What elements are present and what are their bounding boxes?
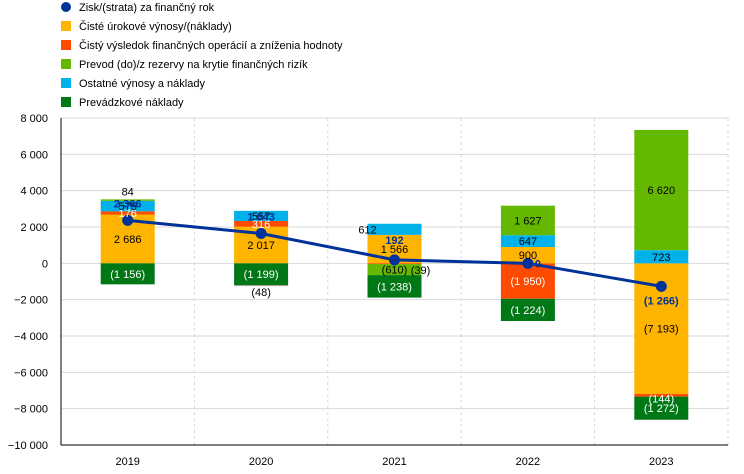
data-label: (144) bbox=[648, 394, 674, 406]
legend-swatch-4 bbox=[61, 78, 71, 88]
y-tick-label: 8 000 bbox=[20, 113, 48, 125]
data-label: 6 620 bbox=[648, 185, 676, 197]
bar-segment bbox=[634, 129, 689, 251]
legend-marker-profit bbox=[61, 2, 71, 12]
bar-segment bbox=[634, 396, 689, 420]
data-label: 176 bbox=[119, 208, 137, 220]
data-label: (1 272) bbox=[644, 403, 679, 415]
y-tick-label: −4 000 bbox=[14, 331, 48, 343]
profit-point bbox=[389, 254, 400, 266]
profit-label: (1 266) bbox=[644, 295, 679, 307]
bar-segment bbox=[100, 211, 155, 215]
bar-segment bbox=[100, 263, 155, 285]
y-tick-label: −6 000 bbox=[14, 367, 48, 379]
data-label: (1 156) bbox=[110, 269, 145, 281]
legend-swatch-5 bbox=[61, 97, 71, 107]
data-label: (1 224) bbox=[510, 305, 545, 317]
legend-swatch-3 bbox=[61, 59, 71, 69]
profit-point bbox=[522, 257, 534, 269]
profit-point bbox=[122, 214, 134, 226]
data-label: 1 566 bbox=[381, 244, 409, 256]
bar-segment bbox=[234, 210, 289, 221]
data-label: 1 627 bbox=[514, 215, 542, 227]
profit-label: 0 bbox=[535, 258, 541, 270]
profit-label: 192 bbox=[385, 235, 403, 247]
data-label: 2 686 bbox=[114, 234, 142, 246]
data-label: (1 950) bbox=[510, 276, 545, 288]
legend-label-1: Čisté úrokové výnosy/(náklady) bbox=[79, 20, 232, 33]
bar-segment bbox=[100, 199, 155, 201]
x-tick-label: 2019 bbox=[115, 456, 139, 468]
y-tick-label: −2 000 bbox=[14, 295, 48, 307]
data-label: (1 199) bbox=[244, 269, 279, 281]
data-label: 612 bbox=[358, 224, 376, 236]
x-tick-label: 2021 bbox=[382, 456, 406, 468]
profit-label: 2 366 bbox=[114, 198, 142, 210]
bar-segment-other-expense bbox=[234, 285, 289, 287]
bar-segment bbox=[500, 263, 555, 299]
data-label: 723 bbox=[652, 252, 670, 264]
legend-swatch-1 bbox=[61, 21, 71, 31]
x-tick-label: 2023 bbox=[649, 456, 673, 468]
data-label: (7 193) bbox=[644, 324, 679, 336]
profit-label: 1 643 bbox=[247, 211, 275, 223]
legend-label-4: Ostatné výnosy a náklady bbox=[79, 78, 205, 90]
x-tick-label: 2022 bbox=[516, 456, 540, 468]
data-label: 575 bbox=[119, 201, 137, 213]
legend-label-5: Prevádzkové náklady bbox=[79, 97, 184, 109]
y-tick-label: −8 000 bbox=[14, 404, 48, 416]
bar-segment bbox=[234, 220, 289, 227]
data-label: (39) bbox=[411, 265, 431, 277]
data-label: 557 bbox=[252, 211, 270, 223]
bar-segment bbox=[367, 275, 422, 298]
profit-point bbox=[255, 227, 267, 239]
legend-label-3: Prevod (do)/z rezervy na krytie finančný… bbox=[79, 59, 308, 71]
data-label-other-expense: (48) bbox=[251, 287, 271, 299]
profit-point bbox=[655, 280, 667, 292]
bar-segment bbox=[500, 246, 555, 264]
legend-label-0: Zisk/(strata) za finančný rok bbox=[79, 2, 215, 14]
bar-segment bbox=[500, 235, 555, 247]
data-label: 2 017 bbox=[247, 240, 275, 252]
bar-segment bbox=[634, 250, 689, 264]
bar-segment bbox=[500, 205, 555, 236]
data-label: (610) bbox=[382, 265, 408, 277]
axes: 8 000 6 000 4 000 2 000 0 −2 000 −4 000 −6 000 −… bbox=[8, 113, 728, 468]
legend-swatch-2 bbox=[61, 40, 71, 50]
bar-segment bbox=[500, 298, 555, 321]
data-label: 84 bbox=[122, 186, 134, 198]
bar-segment bbox=[634, 394, 689, 397]
bar-segment bbox=[100, 200, 155, 212]
y-tick-label: −10 000 bbox=[8, 440, 48, 452]
bar-segment bbox=[367, 264, 422, 276]
y-tick-label: 4 000 bbox=[20, 186, 48, 198]
y-tick-label: 2 000 bbox=[20, 222, 48, 234]
x-tick-label: 2020 bbox=[249, 456, 273, 468]
y-tick-label: 0 bbox=[42, 258, 48, 270]
data-label: 900 bbox=[519, 250, 537, 262]
profit-line bbox=[122, 214, 667, 292]
legend-label-2: Čistý výsledok finančných operácií a zní… bbox=[79, 39, 343, 52]
y-tick-label: 6 000 bbox=[20, 149, 48, 161]
bar-segment bbox=[234, 263, 289, 286]
data-label: 316 bbox=[252, 219, 270, 231]
bar-segment bbox=[367, 223, 422, 235]
data-label: (1 238) bbox=[377, 281, 412, 293]
data-label: 647 bbox=[519, 236, 537, 248]
